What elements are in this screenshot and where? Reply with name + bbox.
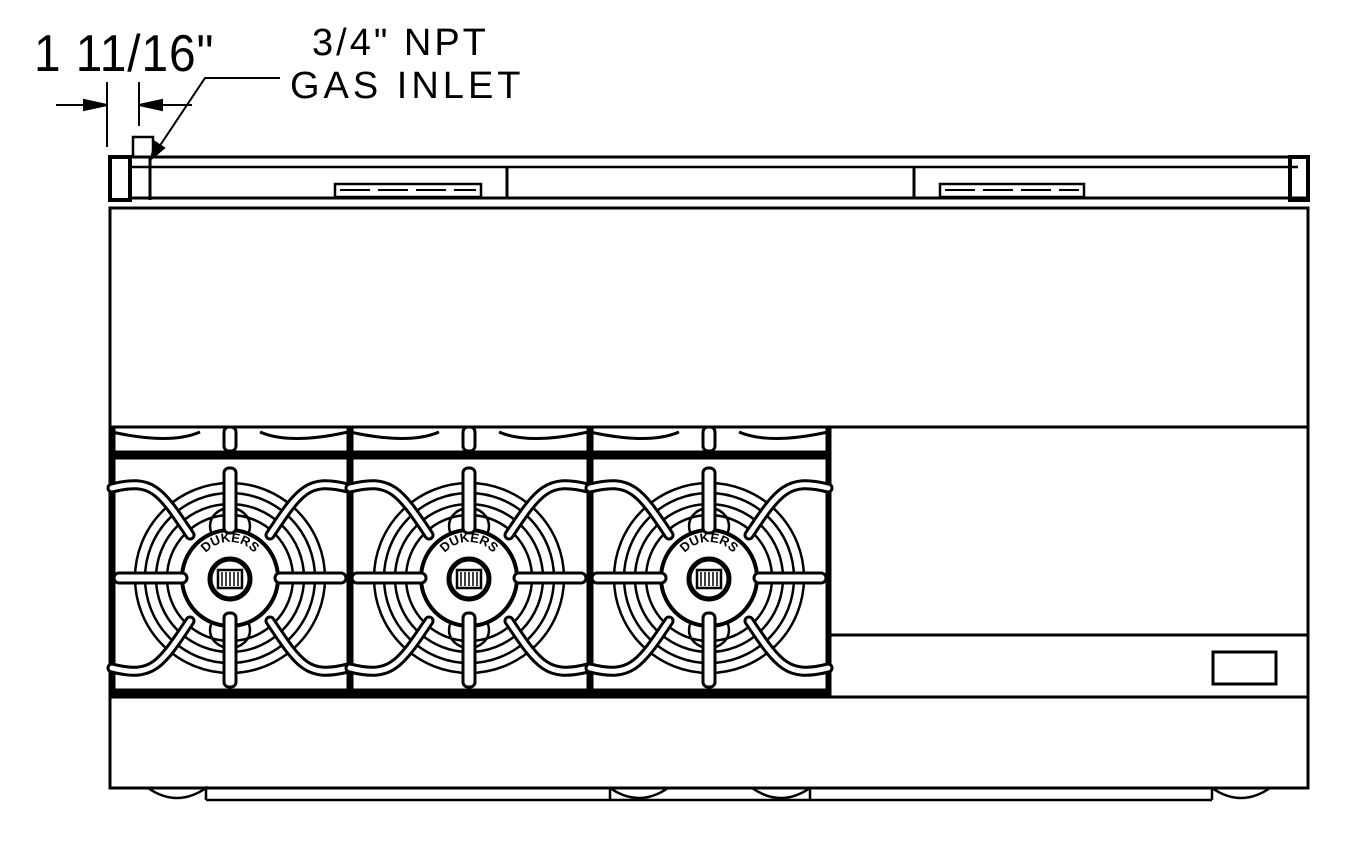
upper-grate-finger [701, 425, 717, 453]
gas-inlet-label-line1: 3/4" NPT [312, 22, 489, 64]
grate-finger [461, 611, 477, 689]
burner: DUKERS [106, 425, 354, 697]
griddle-section [828, 427, 1308, 697]
grate-finger [701, 611, 717, 689]
burner-center-icon [455, 568, 483, 590]
upper-grate-arc [349, 430, 589, 440]
grate-finger [752, 571, 828, 585]
foot [1211, 786, 1271, 800]
grate-finger [273, 571, 348, 585]
dimension-label: 1 11/16" [34, 25, 215, 83]
back-rail [108, 135, 1310, 202]
griddle-control-plate [1211, 650, 1278, 686]
grate-finger [222, 466, 238, 535]
grate-arm-highlight [109, 482, 351, 674]
grate-finger [461, 466, 477, 535]
grate-finger [590, 571, 668, 585]
grate-arm-highlight [347, 482, 591, 674]
gas-inlet-label-line2: GAS INLET [290, 65, 525, 107]
foot [751, 786, 811, 800]
upper-grate-finger [222, 425, 238, 453]
burner-center-icon [695, 568, 723, 590]
dimension-lines [56, 77, 280, 162]
foot [609, 786, 669, 800]
grate-finger [112, 571, 189, 585]
burner-center-icon [216, 568, 244, 590]
burner: DUKERS [584, 425, 834, 697]
grate-finger [701, 466, 717, 535]
foot [147, 785, 208, 800]
grate-finger [222, 611, 238, 689]
upper-grate-finger [461, 425, 477, 453]
grate-finger [512, 571, 588, 585]
feet [147, 785, 1271, 802]
grate-arm-highlight [587, 482, 831, 674]
upper-grate-arc [111, 430, 349, 440]
burner: DUKERS [344, 425, 594, 697]
grate-finger [350, 571, 428, 585]
upper-grate-arc [589, 430, 829, 440]
